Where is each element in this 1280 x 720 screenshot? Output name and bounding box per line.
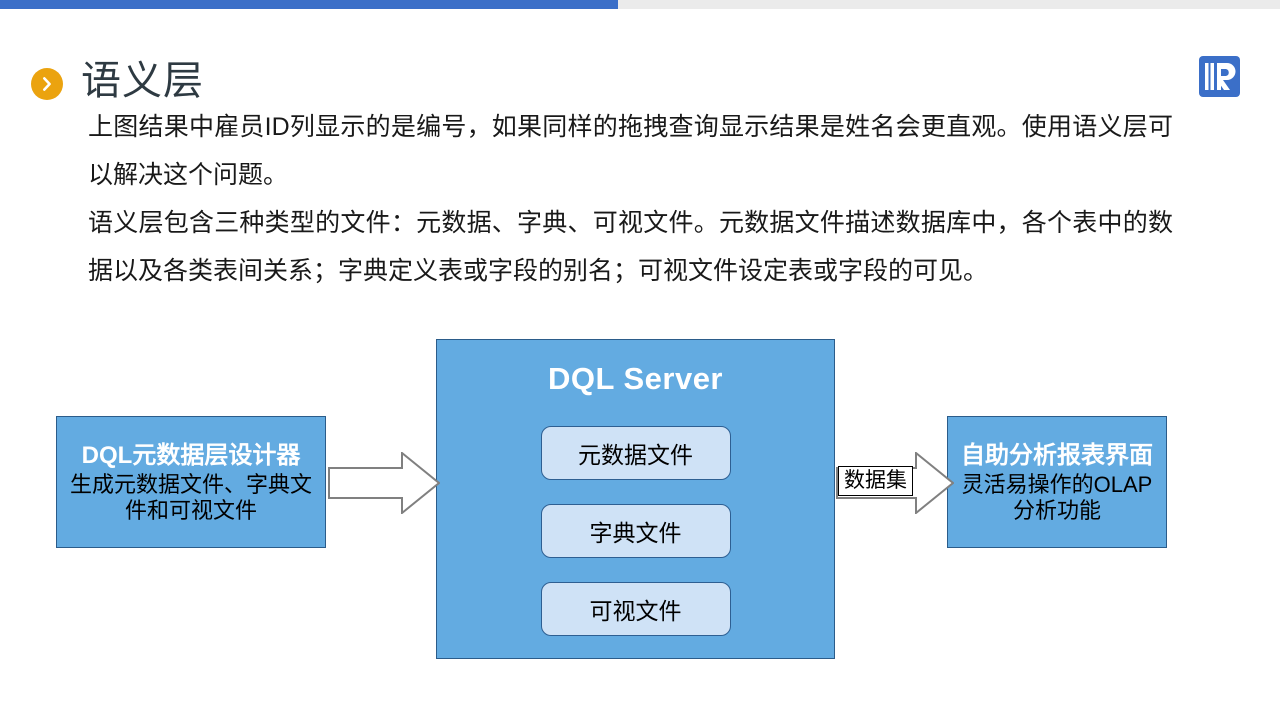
page-title: 语义层 bbox=[81, 59, 204, 103]
r-logo-icon bbox=[1197, 54, 1242, 99]
progress-bar-fill bbox=[0, 0, 618, 9]
designer-box-title: DQL元数据层设计器 bbox=[81, 442, 301, 469]
dql-server-title: DQL Server bbox=[547, 361, 723, 396]
slide-header: 语义层 bbox=[0, 24, 1280, 103]
body-text: 上图结果中雇员ID列显示的是编号，如果同样的拖拽查询显示结果是姓名会更直观。使用… bbox=[88, 103, 1173, 295]
diagram-box-dql-server: DQL Server 元数据文件 字典文件 可视文件 bbox=[436, 339, 835, 659]
diagram-box-report-ui: 自助分析报表界面 灵活易操作的OLAP分析功能 bbox=[947, 416, 1167, 548]
card-metadata-file: 元数据文件 bbox=[540, 426, 731, 480]
designer-box-subtitle: 生成元数据文件、字典文件和可视文件 bbox=[69, 472, 312, 523]
report-ui-title: 自助分析报表界面 bbox=[961, 442, 1153, 469]
report-ui-subtitle: 灵活易操作的OLAP分析功能 bbox=[961, 472, 1153, 523]
diagram-box-designer: DQL元数据层设计器 生成元数据文件、字典文件和可视文件 bbox=[56, 416, 326, 548]
chevron-right-circle-icon bbox=[31, 68, 63, 100]
arrow-left-to-center-icon bbox=[328, 450, 441, 516]
architecture-diagram: DQL元数据层设计器 生成元数据文件、字典文件和可视文件 DQL Server … bbox=[0, 330, 1280, 680]
card-visibility-file: 可视文件 bbox=[540, 582, 731, 636]
card-dictionary-file: 字典文件 bbox=[540, 504, 731, 558]
paragraph-2: 语义层包含三种类型的文件：元数据、字典、可视文件。元数据文件描述数据库中，各个表… bbox=[88, 209, 1173, 285]
progress-bar-track bbox=[0, 0, 1280, 9]
arrow-label-dataset: 数据集 bbox=[838, 466, 913, 496]
paragraph-1: 上图结果中雇员ID列显示的是编号，如果同样的拖拽查询显示结果是姓名会更直观。使用… bbox=[88, 113, 1173, 189]
